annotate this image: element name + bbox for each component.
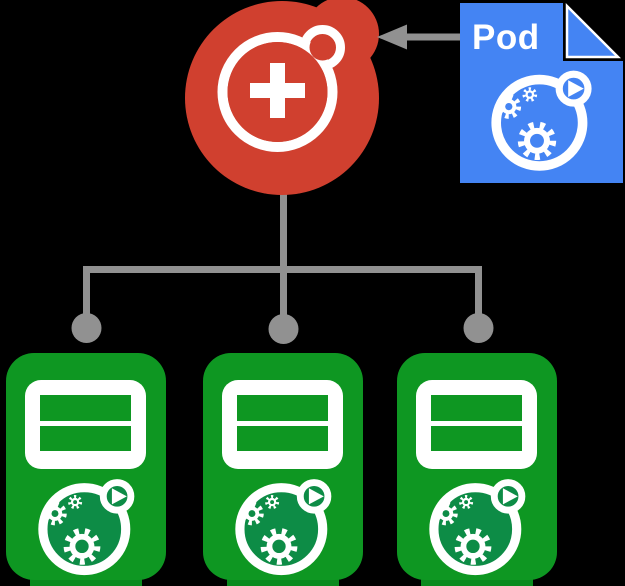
- pod-instance-1: [6, 353, 166, 586]
- replication-controller-add-icon: [185, 0, 379, 195]
- pod-instance-3: [397, 353, 557, 586]
- connector-stem: [280, 190, 287, 330]
- connector-drop-left: [83, 266, 90, 322]
- arrow-head: [377, 24, 407, 50]
- connector-crossbar: [83, 266, 482, 273]
- connector-drop-right: [475, 266, 482, 322]
- pod-instance-2: [203, 353, 363, 586]
- fanout-connector-lines: [71, 190, 494, 344]
- connector-dot-left: [71, 313, 102, 343]
- connector-dot-right: [463, 313, 494, 343]
- folded-corner-icon: [565, 2, 622, 59]
- pod-gears-icon: [496, 74, 588, 166]
- pod-label: Pod: [472, 18, 540, 57]
- pod-spec-file-icon: Pod: [460, 2, 623, 183]
- connector-dot-center: [268, 314, 299, 344]
- arrow-shaft: [404, 33, 461, 41]
- plus-icon: [250, 63, 305, 118]
- left-arrow-icon: [377, 24, 461, 50]
